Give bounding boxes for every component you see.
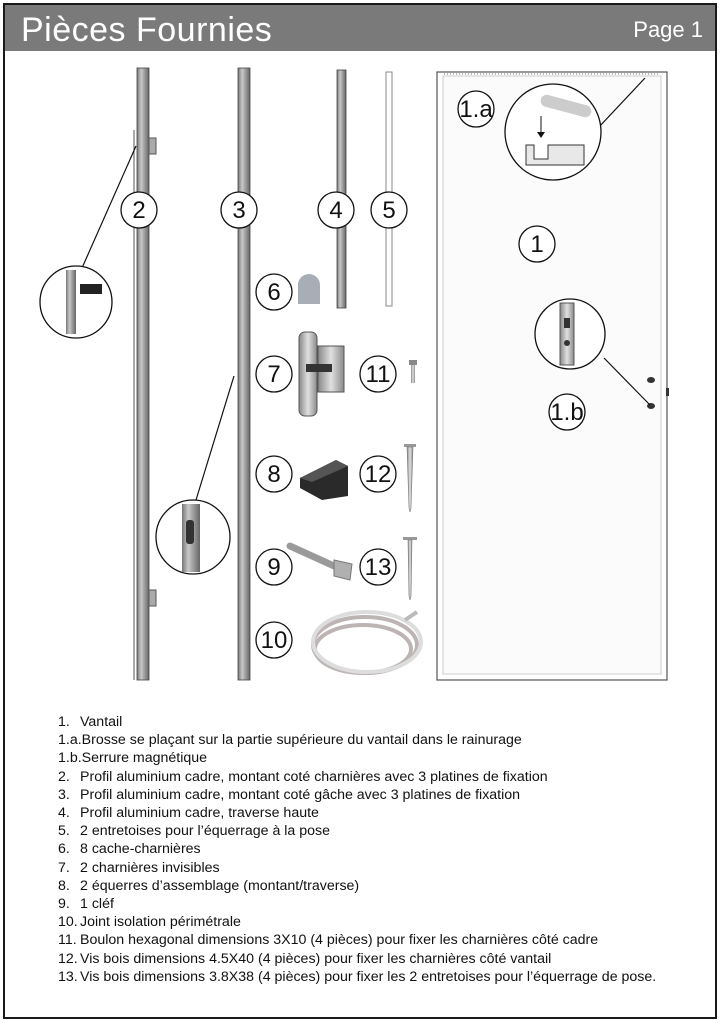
spacer	[385, 71, 393, 307]
list-item-number: 12.	[58, 950, 78, 967]
list-item-number: 4.	[58, 805, 70, 822]
callouts: 1.a 1 1.b 2 3 4 5 6 7 8 9 10 11 12 13	[120, 90, 586, 659]
list-item-number: 2.	[58, 768, 70, 785]
list-item: 12.Vis bois dimensions 4.5X40 (4 pièces)…	[58, 950, 698, 968]
list-item-text: Vantail	[80, 714, 123, 730]
list-item-text: 2 équerres d’assemblage (montant/travers…	[80, 877, 360, 894]
hex-bolt	[409, 360, 417, 383]
callout-8: 8	[267, 461, 280, 488]
list-item: 3. Profil aluminium cadre, montant coté g…	[58, 786, 698, 804]
list-item-text: Profil aluminium cadre, montant coté cha…	[80, 768, 548, 785]
callout-9: 9	[267, 554, 280, 581]
list-item-number: 6.	[58, 841, 70, 858]
list-item-number: 1.a.	[58, 732, 82, 749]
list-item-text: 2 entretoises pour l’équerrage à la pose	[80, 823, 331, 840]
callout-11: 11	[366, 361, 391, 388]
page-frame	[3, 3, 717, 1019]
list-item-text: Profil aluminium cadre, montant coté gâc…	[80, 786, 521, 803]
list-item-text: Boulon hexagonal dimensions 3X10 (4 pièc…	[80, 932, 599, 949]
list-item: 10.Joint isolation périmétrale	[58, 913, 698, 931]
list-item-number: 11.	[58, 932, 77, 949]
list-item-number: 5.	[58, 823, 70, 840]
seal-coil	[311, 610, 423, 675]
list-item-text: 1 cléf	[80, 896, 114, 913]
key	[286, 542, 353, 581]
list-item-number: 8.	[58, 877, 70, 894]
callout-2: 2	[132, 197, 145, 224]
invisible-hinge	[298, 331, 345, 417]
list-item-number: 1.	[58, 714, 70, 730]
wood-screw-1	[404, 444, 416, 513]
list-item: 13.Vis bois dimensions 3.8X38 (4 pièces)…	[58, 968, 698, 986]
list-item: 8. 2 équerres d’assemblage (montant/trave…	[58, 877, 698, 895]
page-title: Pièces Fournies	[21, 11, 273, 49]
callout-13: 13	[365, 554, 392, 581]
page-number: Page 1	[633, 17, 703, 42]
callout-4: 4	[329, 197, 342, 224]
list-item-number: 1.b.	[58, 750, 82, 767]
list-item-text: Joint isolation périmétrale	[80, 914, 241, 931]
assembly-bracket	[300, 460, 348, 500]
header-bar: Pièces Fournies Page 1	[5, 5, 715, 51]
lock-detail	[534, 298, 651, 406]
list-item: 9. 1 cléf	[58, 895, 698, 913]
list-item: 4. Profil aluminium cadre, traverse haute	[58, 804, 698, 822]
profile-top-traverse	[336, 69, 347, 309]
wood-screw-2	[403, 537, 417, 601]
list-item: 5. 2 entretoises pour l’équerrage à la po…	[58, 822, 698, 840]
list-item: 6. 8 cache-charnières	[58, 840, 698, 858]
list-item: 11.Boulon hexagonal dimensions 3X10 (4 p…	[58, 931, 698, 949]
list-item: 1. Vantail	[58, 713, 698, 731]
list-item-text: Vis bois dimensions 4.5X40 (4 pièces) po…	[80, 950, 552, 967]
list-item-number: 9.	[58, 896, 70, 913]
list-item-text: 8 cache-charnières	[80, 841, 201, 858]
parts-illustration: 1.a 1 1.b 2 3 4 5 6 7 8 9 10 11 12 13	[39, 67, 669, 681]
callout-1b: 1.b	[550, 399, 583, 426]
callout-7: 7	[267, 361, 280, 388]
list-item-number: 10.	[58, 914, 78, 931]
callout-12: 12	[365, 461, 392, 488]
callout-10: 10	[261, 627, 288, 654]
list-item-number: 13.	[58, 968, 78, 985]
list-item: 1.b.Serrure magnétique	[58, 749, 698, 767]
profile-strike-side	[155, 67, 251, 681]
list-item-number: 7.	[58, 859, 70, 876]
callout-1: 1	[530, 231, 543, 258]
list-item: 7. 2 charnières invisibles	[58, 859, 698, 877]
callout-1a: 1.a	[459, 96, 493, 123]
callout-3: 3	[232, 197, 245, 224]
hinge-cover	[298, 274, 320, 304]
brush-detail	[504, 77, 646, 181]
list-item-text: Vis bois dimensions 3.8X38 (4 pièces) po…	[80, 968, 657, 985]
list-item-text: Serrure magnétique	[81, 750, 208, 767]
list-item: 2. Profil aluminium cadre, montant coté c…	[58, 768, 698, 786]
profile-hinge-side	[39, 67, 157, 681]
list-item-text: Profil aluminium cadre, traverse haute	[80, 805, 319, 822]
list-item: 1.a.Brosse se plaçant sur la partie supé…	[58, 731, 698, 749]
list-item-text: Brosse se plaçant sur la partie supérieu…	[81, 732, 522, 749]
callout-5: 5	[382, 197, 395, 224]
callout-6: 6	[267, 279, 280, 306]
list-item-number: 3.	[58, 786, 70, 803]
list-item-text: 2 charnières invisibles	[80, 859, 220, 876]
